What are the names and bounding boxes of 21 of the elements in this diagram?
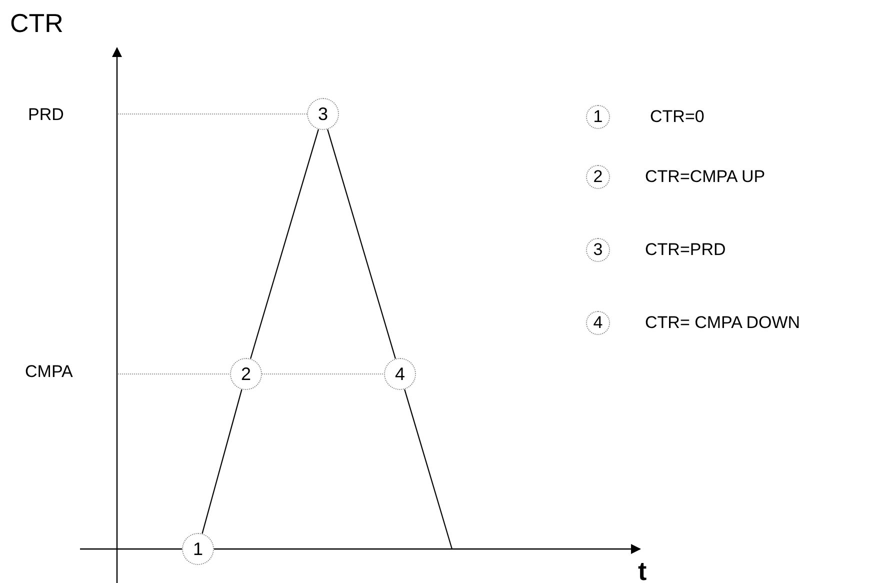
legend-text: CTR= CMPA DOWN xyxy=(645,314,800,331)
axis-label: CTR xyxy=(10,10,64,36)
legend-text: CTR=PRD xyxy=(645,241,726,258)
level-label: CMPA xyxy=(25,363,73,380)
legend-text: CTR=CMPA UP xyxy=(645,168,766,185)
numbered-circle: 2 xyxy=(586,165,610,189)
waveform-line xyxy=(202,389,242,534)
dotted-line xyxy=(262,373,384,375)
waveform-line xyxy=(327,129,396,359)
legend-text: CTR=0 xyxy=(650,108,704,125)
level-label: PRD xyxy=(28,106,64,123)
waveform-line xyxy=(250,129,319,359)
waveform-line xyxy=(404,389,453,550)
numbered-circle: 2 xyxy=(230,358,262,390)
axis-label: t xyxy=(638,558,647,583)
numbered-circle: 1 xyxy=(182,533,214,565)
numbered-circle: 4 xyxy=(384,358,416,390)
numbered-circle: 3 xyxy=(586,238,610,262)
numbered-circle: 1 xyxy=(586,105,610,129)
numbered-circle: 3 xyxy=(307,98,339,130)
numbered-circle: 4 xyxy=(586,311,610,335)
